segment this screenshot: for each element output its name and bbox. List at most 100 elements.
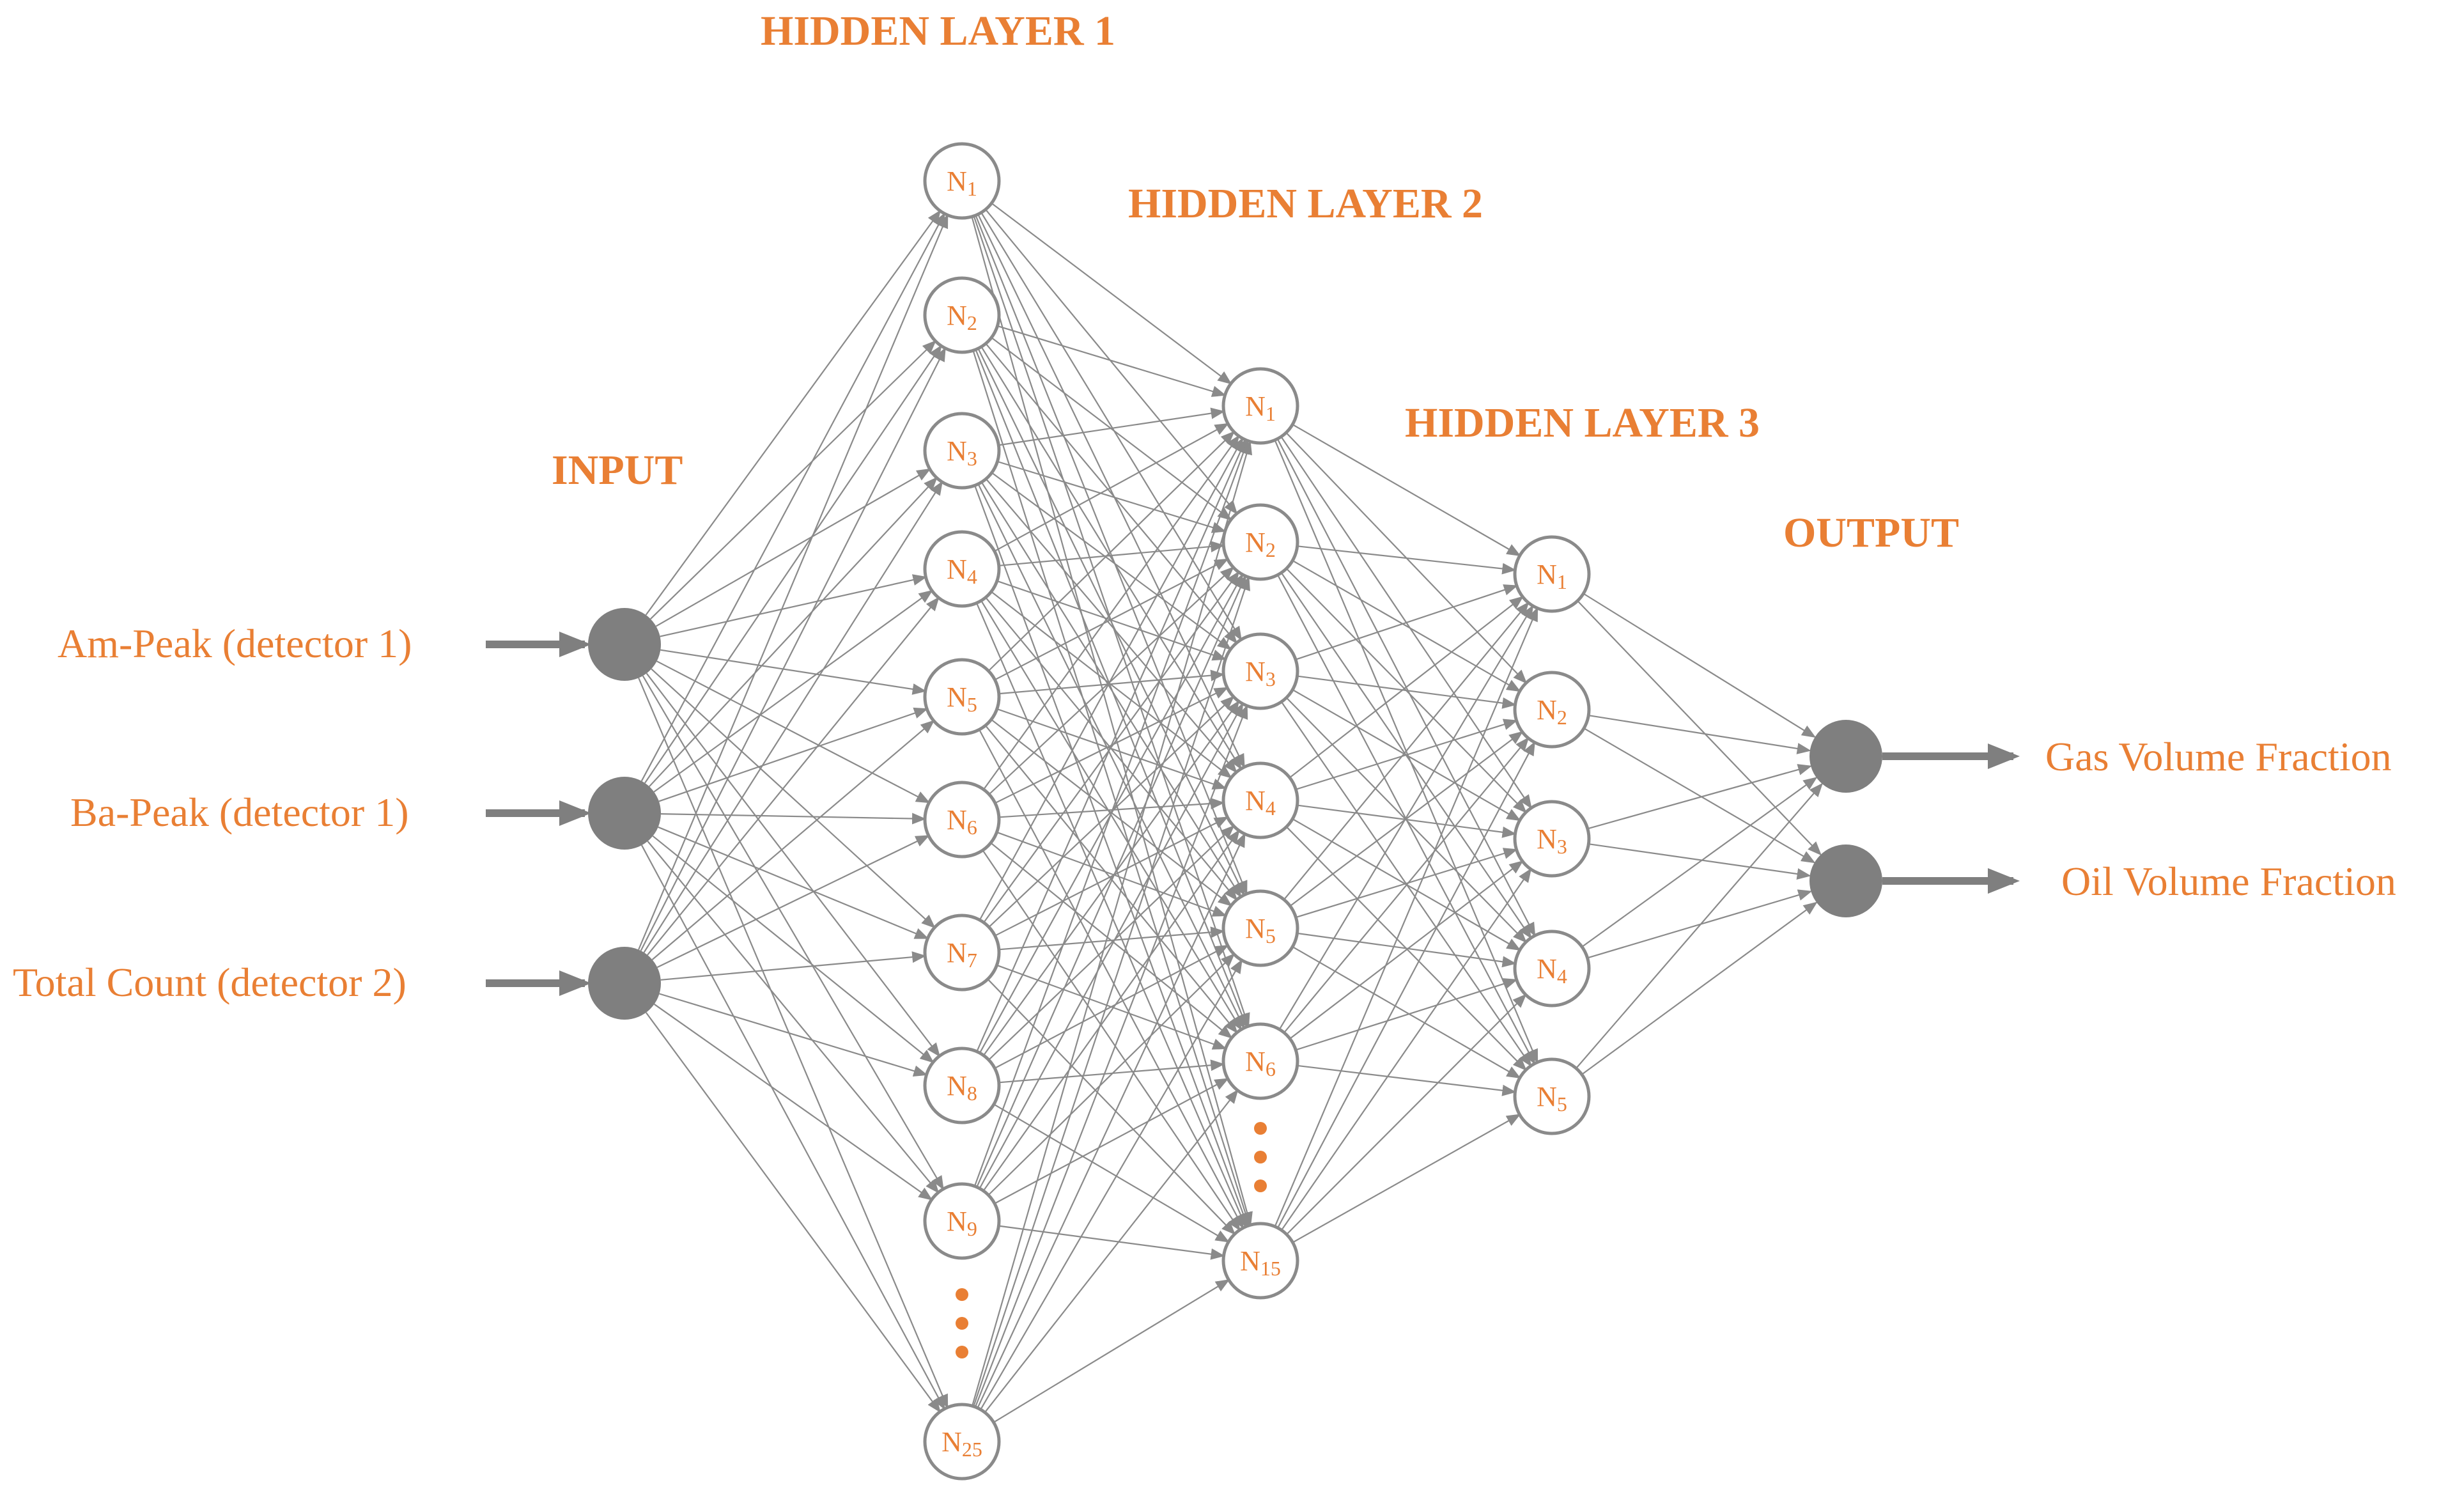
edge-h1-9-to-h2-5 [988, 953, 1236, 1196]
h3-node-1: N1 [1513, 535, 1591, 613]
h3-node-2-base: N [1537, 694, 1557, 726]
h2-node-2-sub: 2 [1266, 538, 1276, 561]
edge-h1-5-to-h2-4 [996, 708, 1227, 790]
edge-h1-2-to-h2-4 [980, 346, 1242, 770]
svg-text:N4: N4 [1537, 953, 1567, 988]
h1-node-9-base: N [947, 1206, 967, 1237]
h3-node-1-base: N [1537, 559, 1557, 590]
h2-ellipsis-dots [1254, 1122, 1267, 1192]
edge-input-2-to-h1-6 [660, 813, 926, 825]
input-title: INPUT [552, 447, 683, 494]
svg-text:N9: N9 [947, 1206, 977, 1240]
h3-node-1-sub: 1 [1557, 570, 1567, 593]
svg-text:N3: N3 [1537, 823, 1567, 858]
edge-h2-6-to-h3-2 [1283, 737, 1530, 1034]
h3-node-4: N4 [1513, 930, 1591, 1008]
edge-input-3-to-h1-3 [643, 481, 943, 953]
edge-input-2-to-h1-4 [653, 589, 933, 793]
svg-text:N5: N5 [1245, 913, 1276, 947]
edge-h2-6-to-h3-4 [1295, 978, 1518, 1051]
edge-h1-1-to-h2-4 [977, 214, 1245, 768]
h1-node-4-base: N [947, 554, 967, 585]
edge-h2-7-to-h3-3 [1281, 868, 1532, 1231]
h1-node-5-base: N [947, 681, 967, 713]
edge-h2-6-to-h3-3 [1289, 860, 1524, 1039]
h2-node-15: N15 [1221, 1222, 1299, 1300]
input-node-2 [588, 777, 661, 850]
edge-h3-3-to-output-2 [1588, 843, 1811, 880]
h1-node-3: N3 [923, 412, 1001, 490]
edge-input-3-to-h1-9 [653, 1003, 933, 1201]
hidden-layer-3-nodes: N1 N2 N3 N4 N5 [1513, 535, 1591, 1135]
h1-node-8-base: N [947, 1070, 967, 1101]
h1-node-7-base: N [947, 937, 967, 969]
edge-h1-3-to-h2-7 [974, 485, 1249, 1227]
svg-text:N4: N4 [1245, 785, 1276, 820]
h3-node-3-base: N [1537, 823, 1557, 855]
h1-node-6: N6 [923, 781, 1001, 859]
edge-h1-8-to-h2-6 [998, 1059, 1225, 1084]
h2-node-4-sub: 4 [1266, 797, 1276, 820]
svg-text:N1: N1 [1537, 559, 1567, 593]
svg-text:N1: N1 [1245, 391, 1276, 425]
output-title: OUTPUT [1783, 510, 1959, 556]
edge-h2-6-to-h3-1 [1278, 605, 1534, 1030]
edge-h1-10-to-h2-1 [972, 440, 1253, 1406]
edge-h1-7-to-h2-5 [998, 926, 1225, 951]
input-node-1 [588, 608, 661, 681]
edge-h1-4-to-h2-1 [994, 423, 1229, 552]
svg-text:N1: N1 [947, 166, 977, 200]
h3-node-4-base: N [1537, 953, 1557, 984]
edge-h2-5-to-h3-5 [1292, 946, 1521, 1078]
edge-h1-9-to-h2-3 [979, 703, 1244, 1189]
edge-input-2-to-h1-2 [644, 345, 942, 784]
svg-text:N6: N6 [947, 804, 977, 839]
edge-h1-6-to-h2-4 [998, 798, 1225, 818]
edge-h1-2-to-h2-1 [997, 325, 1227, 397]
edge-h1-8-to-h2-4 [988, 825, 1235, 1061]
edge-h1-2-to-h2-7 [972, 350, 1251, 1227]
h2-node-15-sub: 15 [1260, 1257, 1281, 1280]
svg-text:N2: N2 [1245, 527, 1276, 561]
output-label-gas: Gas Volume Fraction [2045, 734, 2392, 779]
edge-h1-10-to-h2-3 [974, 704, 1248, 1408]
h1-node-1-sub: 1 [967, 177, 977, 200]
edge-h1-10-to-h2-5 [980, 959, 1243, 1410]
svg-text:N4: N4 [947, 554, 977, 588]
h2-node-6: N6 [1221, 1022, 1299, 1100]
hidden-layer-3-title: HIDDEN LAYER 3 [1405, 400, 1760, 446]
edge-input-3-to-h1-10 [645, 1012, 941, 1413]
output-node-1 [1809, 720, 1882, 793]
h2-node-4: N4 [1221, 761, 1299, 839]
edge-h3-5-to-output-2 [1581, 901, 1818, 1075]
edge-h2-7-to-h3-2 [1277, 741, 1535, 1229]
edge-h1-9-to-h2-2 [976, 575, 1246, 1188]
edge-h2-6-to-h3-5 [1297, 1064, 1517, 1096]
edge-h2-5-to-h3-3 [1296, 848, 1518, 919]
input-label-total-count: Total Count (detector 2) [13, 960, 407, 1005]
edge-input-1-to-h1-3 [655, 468, 931, 627]
h2-node-5-sub: 5 [1266, 924, 1276, 947]
svg-text:N2: N2 [1537, 694, 1567, 729]
h1-node-6-base: N [947, 804, 967, 836]
h1-node-8-sub: 8 [967, 1082, 977, 1105]
edge-input-2-to-h1-10 [641, 844, 945, 1410]
edge-h3-3-to-output-1 [1587, 764, 1813, 830]
edge-input-1-to-h1-8 [646, 673, 941, 1057]
h1-node-25: N25 [923, 1403, 1001, 1481]
input-node-3 [588, 947, 661, 1020]
edge-input-2-to-h1-1 [640, 212, 945, 782]
edge-h1-9-to-h2-4 [982, 829, 1240, 1192]
h2-node-2: N2 [1221, 503, 1299, 581]
h2-node-1: N1 [1221, 367, 1299, 445]
h2-node-6-base: N [1245, 1046, 1266, 1077]
edge-h1-1-to-h2-3 [980, 212, 1242, 641]
h1-node-25-base: N [941, 1426, 962, 1458]
edge-input-3-to-h1-5 [651, 720, 935, 960]
hidden-layer-1-title: HIDDEN LAYER 1 [761, 8, 1115, 54]
h1-node-8: N8 [923, 1047, 1001, 1124]
edge-h1-6-to-h2-2 [988, 566, 1234, 795]
edge-h1-5-to-h2-7 [979, 729, 1244, 1229]
edge-input-2-to-h1-7 [658, 826, 929, 939]
edge-h1-5-to-h2-2 [994, 558, 1229, 681]
